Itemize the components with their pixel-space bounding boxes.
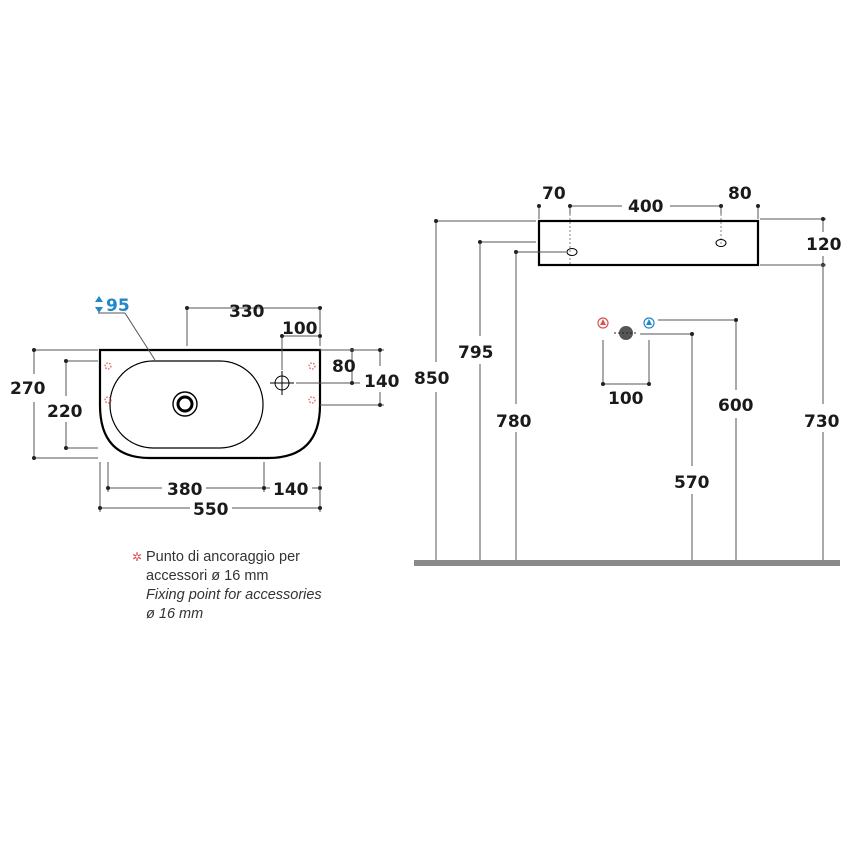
fixing-point-icon [104, 362, 316, 404]
tap-hole-icon [270, 371, 294, 395]
dim-600: 600 [718, 396, 754, 416]
dim-100-top: 100 [282, 319, 318, 339]
dim-850: 850 [414, 369, 450, 389]
fixing-point-note: ✲ Punto di ancoraggio per accessori ø 16… [132, 548, 406, 624]
inner-bowl [109, 360, 264, 449]
dim-570: 570 [674, 473, 710, 493]
hot-valve-icon [597, 317, 609, 329]
drain-icon [172, 391, 198, 417]
note-line-3: Fixing point for accessories [146, 587, 322, 603]
depth-arrow-icon [95, 296, 103, 313]
dim-330: 330 [229, 302, 265, 322]
fixing-point-legend-icon: ✲ [132, 550, 143, 564]
dim-80-top: 80 [332, 357, 356, 377]
dim-70: 70 [542, 184, 566, 204]
dim-140-bottom: 140 [273, 480, 309, 500]
dim-220: 220 [47, 402, 83, 422]
basin-outline [98, 348, 322, 460]
cold-valve-icon [643, 317, 655, 329]
note-line-4: ø 16 mm [146, 606, 204, 622]
note-line-1: Punto di ancoraggio per [146, 549, 300, 565]
dim-140-right: 140 [364, 372, 400, 392]
depth-leader [124, 312, 156, 361]
dim-270: 270 [10, 379, 46, 399]
depth-label: 95 [106, 296, 130, 316]
front-view: 70 400 80 120 850 795 780 [414, 184, 842, 566]
dim-400: 400 [628, 197, 664, 217]
dim-80-front: 80 [728, 184, 752, 204]
waste-outlet-icon [614, 326, 638, 340]
basin-front [537, 219, 760, 267]
tap-front-icon [715, 239, 727, 247]
dim-780: 780 [496, 412, 532, 432]
top-view: 95 330 100 80 140 270 [10, 296, 400, 520]
floor-line [414, 560, 840, 566]
dim-100-front: 100 [608, 389, 644, 409]
dim-795: 795 [458, 343, 494, 363]
dim-550: 550 [193, 500, 229, 520]
dim-120: 120 [806, 235, 842, 255]
note-line-2: accessori ø 16 mm [146, 568, 269, 584]
dim-380: 380 [167, 480, 203, 500]
dim-730: 730 [804, 412, 840, 432]
drain-front-icon [566, 248, 578, 256]
